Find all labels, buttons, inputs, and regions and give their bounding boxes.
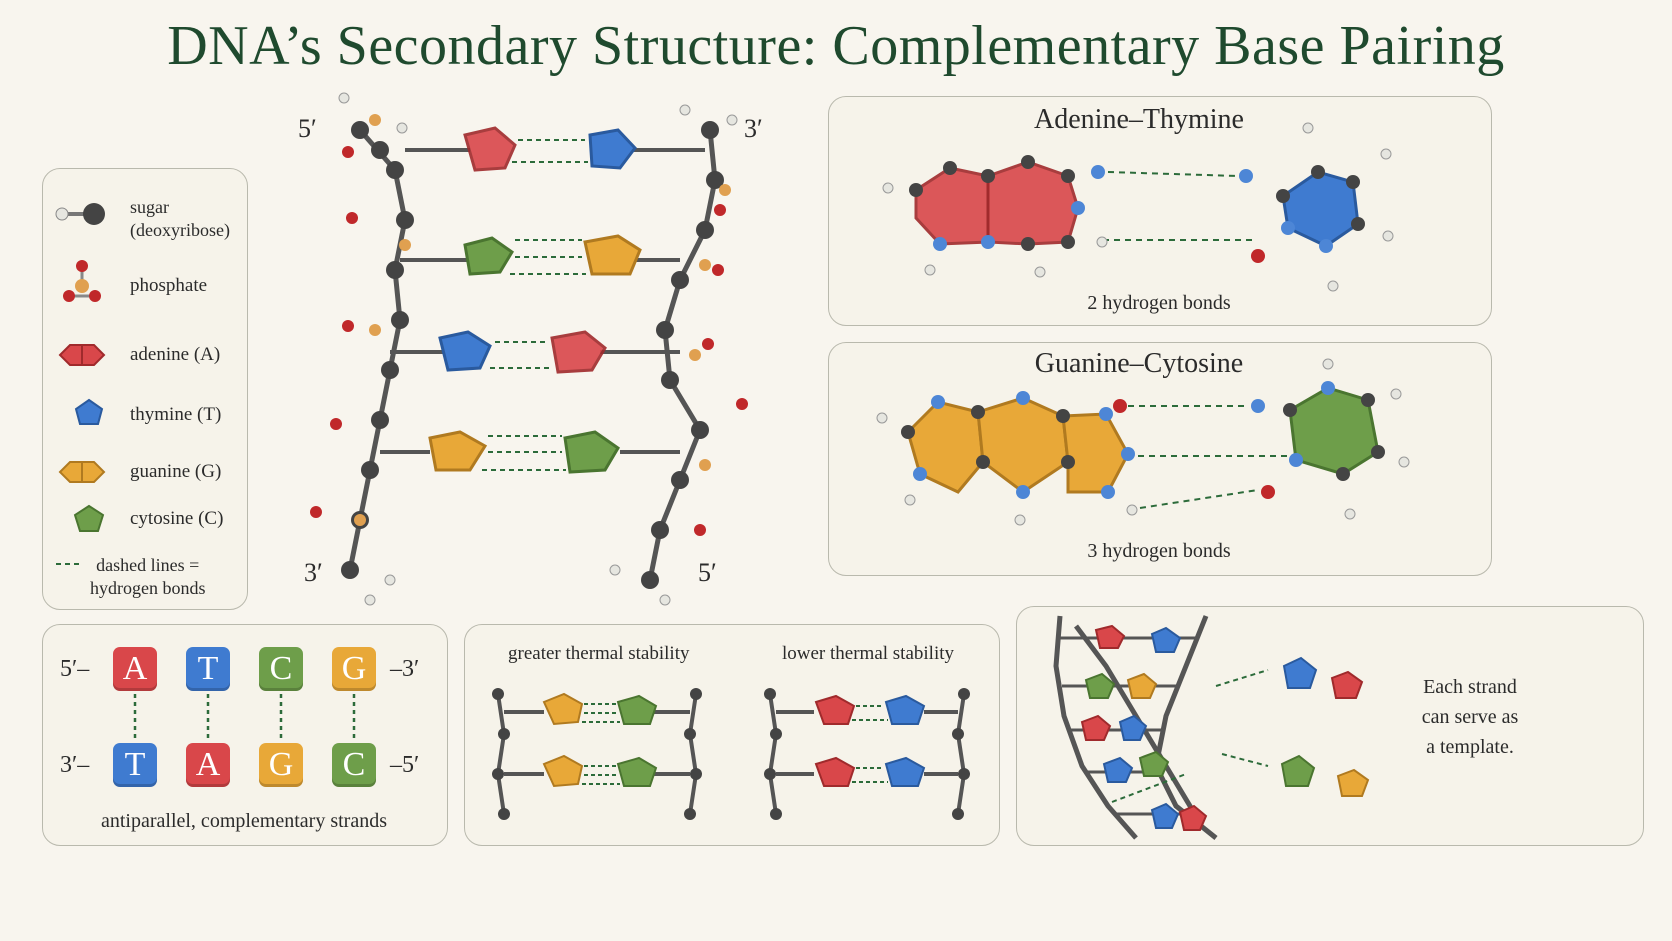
helix-cytosine-2 — [463, 236, 515, 276]
bottom-strand-prefix: 3′– — [60, 752, 90, 778]
top-base-c: C — [259, 647, 303, 691]
template-caption: Each strand can serve as a template. — [1421, 676, 1519, 758]
legend-label-hbond: dashed lines = hydrogen bonds — [90, 555, 206, 598]
helix-bottom-right-end: 5′ — [698, 558, 717, 587]
top-strand-prefix: 5′– — [60, 656, 90, 682]
gc-guanine-ring-3 — [1061, 412, 1130, 494]
bottom-strand-suffix: –5′ — [390, 752, 420, 778]
bottom-base-t: T — [113, 743, 157, 787]
top-strand-suffix: –3′ — [390, 656, 420, 682]
guanine-icon — [58, 461, 106, 483]
stability-gc-label: greater thermal stability — [508, 643, 690, 664]
page-title: DNA’s Secondary Structure: Complementary… — [167, 15, 1505, 77]
helix-thymine-3 — [438, 330, 492, 372]
helix-bottom-left-end: 3′ — [304, 558, 323, 587]
stability-diagrams — [492, 688, 970, 820]
sequence-hbond-lines — [133, 694, 356, 742]
helix-adenine-3 — [550, 330, 607, 374]
gc-pair-diagram — [876, 358, 1410, 526]
helix-top-right-end: 3′ — [744, 114, 763, 143]
gc-panel-title: Guanine–Cytosine — [1034, 348, 1244, 379]
legend-label-guanine: guanine (G) — [130, 461, 222, 482]
top-base-a: A — [113, 647, 157, 691]
at-panel-title: Adenine–Thymine — [1034, 104, 1244, 135]
at-panel-caption: 2 hydrogen bonds — [1087, 292, 1231, 314]
bottom-base-a: A — [186, 743, 230, 787]
adenine-icon — [58, 344, 106, 366]
bottom-base-g: G — [259, 743, 303, 787]
helix-adenine-1 — [463, 126, 517, 172]
helix-top-left-end: 5′ — [298, 114, 317, 143]
legend-label-phosphate: phosphate — [130, 275, 208, 296]
legend-label-sugar: sugar (deoxyribose) — [130, 197, 230, 240]
gc-guanine-ring-2 — [976, 396, 1070, 494]
bottom-base-c: C — [332, 743, 376, 787]
helix-thymine-1 — [588, 128, 637, 170]
stability-at-label: lower thermal stability — [782, 643, 955, 664]
helix-guanine-4 — [428, 430, 488, 472]
helix-cytosine-4 — [563, 430, 620, 474]
double-strand-ladder — [310, 92, 748, 606]
at-pair-diagram — [882, 122, 1394, 292]
phosphate-icon — [63, 260, 101, 302]
at-adenine-ring — [914, 166, 990, 246]
legend-label-adenine: adenine (A) — [130, 344, 221, 365]
sequence-panel — [42, 624, 448, 846]
thymine-icon — [74, 398, 104, 425]
legend-icons — [55, 203, 106, 565]
gc-panel-caption: 3 hydrogen bonds — [1087, 540, 1231, 562]
template-diagram — [1053, 615, 1370, 840]
helix-guanine-2 — [583, 234, 642, 276]
cytosine-icon — [73, 504, 105, 532]
sequence-caption: antiparallel, complementary strands — [100, 810, 387, 832]
sugar-icon — [55, 203, 105, 225]
legend-label-thymine: thymine (T) — [130, 404, 222, 425]
legend-panel — [42, 168, 248, 610]
legend-label-cytosine: cytosine (C) — [130, 508, 224, 529]
top-base-t: T — [186, 647, 230, 691]
top-base-g: G — [332, 647, 376, 691]
stability-panel — [464, 624, 1000, 846]
